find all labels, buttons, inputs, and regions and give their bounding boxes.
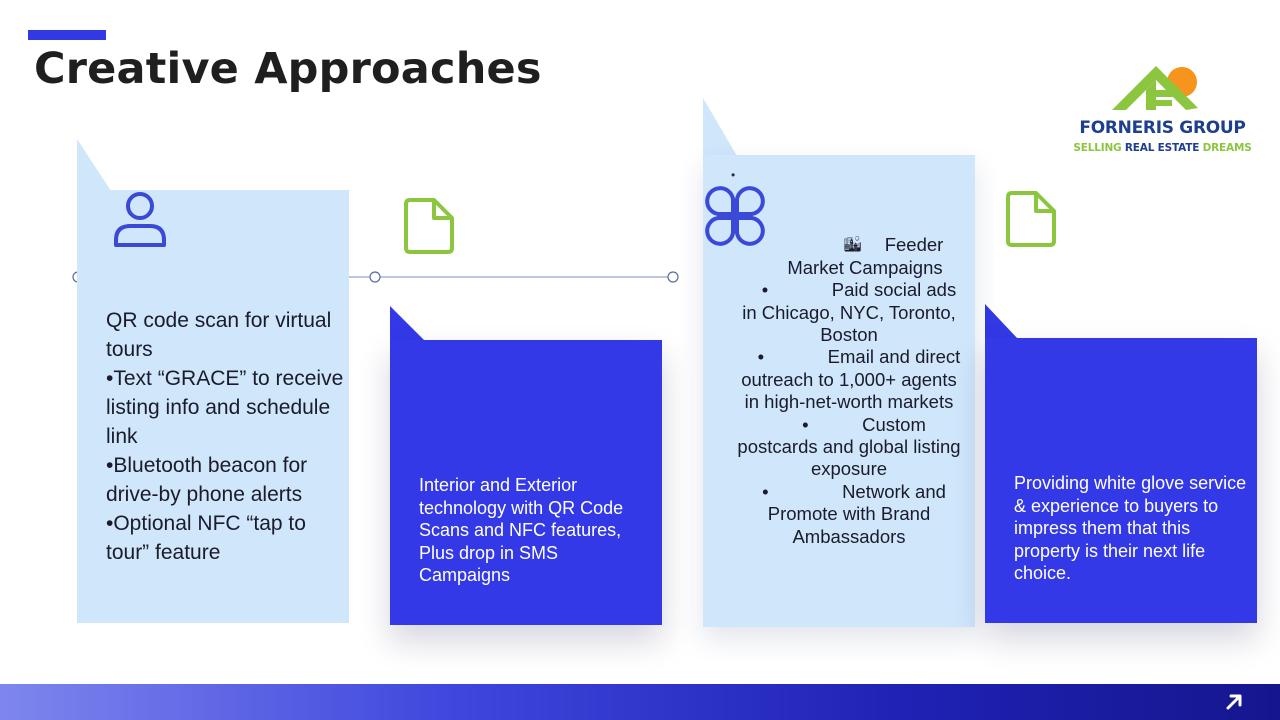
card3-bullet-text: Network and Promote with Brand Ambassado… bbox=[767, 480, 946, 547]
title-accent-bar bbox=[28, 30, 106, 40]
card3-bullet: •Custom postcards and global listing exp… bbox=[737, 413, 961, 480]
card3-bullet-text: Paid social ads in Chicago, NYC, Toronto… bbox=[742, 279, 957, 346]
document-icon bbox=[1006, 191, 1056, 247]
logo-tag-part2: REAL ESTATE bbox=[1124, 142, 1200, 154]
card-feeder-market bbox=[703, 155, 975, 627]
stray-bullet: • bbox=[731, 168, 736, 182]
card3-heading: 🏙 bbox=[733, 232, 965, 256]
company-logo: FORNERIS GROUP SELLING REAL ESTATE DREAM… bbox=[1070, 62, 1255, 162]
card1-line: •Bluetooth beacon for drive-by phone ale… bbox=[106, 454, 308, 506]
card1-text: QR code scan for virtual tours •Text “GR… bbox=[106, 306, 346, 567]
slide-title: Creative Approaches bbox=[34, 44, 542, 94]
logo-tagline: SELLING REAL ESTATE DREAMS bbox=[1070, 142, 1255, 154]
logo-mark bbox=[1112, 66, 1198, 110]
card2-text: Interior and Exterior technology with QR… bbox=[419, 475, 624, 585]
card3-bullet-text: Custom postcards and global listing expo… bbox=[737, 413, 961, 480]
logo-tag-part3: DREAMS bbox=[1199, 142, 1252, 154]
card3-bullet: •Network and Promote with Brand Ambassad… bbox=[762, 480, 946, 547]
user-icon bbox=[114, 192, 166, 247]
arrow-up-right-icon[interactable] bbox=[1224, 692, 1244, 712]
card1-line: •Optional NFC “tap to tour” feature bbox=[106, 512, 306, 564]
logo-name: FORNERIS GROUP bbox=[1079, 118, 1246, 138]
card3-heading-text: Feeder Market Campaigns bbox=[787, 234, 944, 278]
card3-bullet: •Email and direct outreach to 1,000+ age… bbox=[741, 346, 961, 413]
clover-icon bbox=[705, 186, 765, 246]
card-qr-code bbox=[77, 190, 349, 623]
card3-bullet-text: Email and direct outreach to 1,000+ agen… bbox=[741, 346, 961, 413]
city-emoji-icon: 🏙 bbox=[843, 236, 863, 253]
card1-line: •Text “GRACE” to receive listing info an… bbox=[106, 367, 344, 448]
card3-bullet: •Paid social ads in Chicago, NYC, Toront… bbox=[742, 279, 957, 346]
card3-text: 🏙 Feeder Market Campaigns •Paid social a… bbox=[733, 232, 965, 548]
card-technology bbox=[390, 340, 662, 625]
logo-tag-part1: SELLING bbox=[1073, 142, 1125, 154]
card-white-glove bbox=[985, 338, 1257, 623]
card4-text: Providing white glove service & experien… bbox=[1014, 473, 1247, 583]
card1-line: QR code scan for virtual tours bbox=[106, 309, 332, 361]
footer-gradient-bar bbox=[0, 684, 1280, 720]
document-icon bbox=[404, 198, 454, 254]
